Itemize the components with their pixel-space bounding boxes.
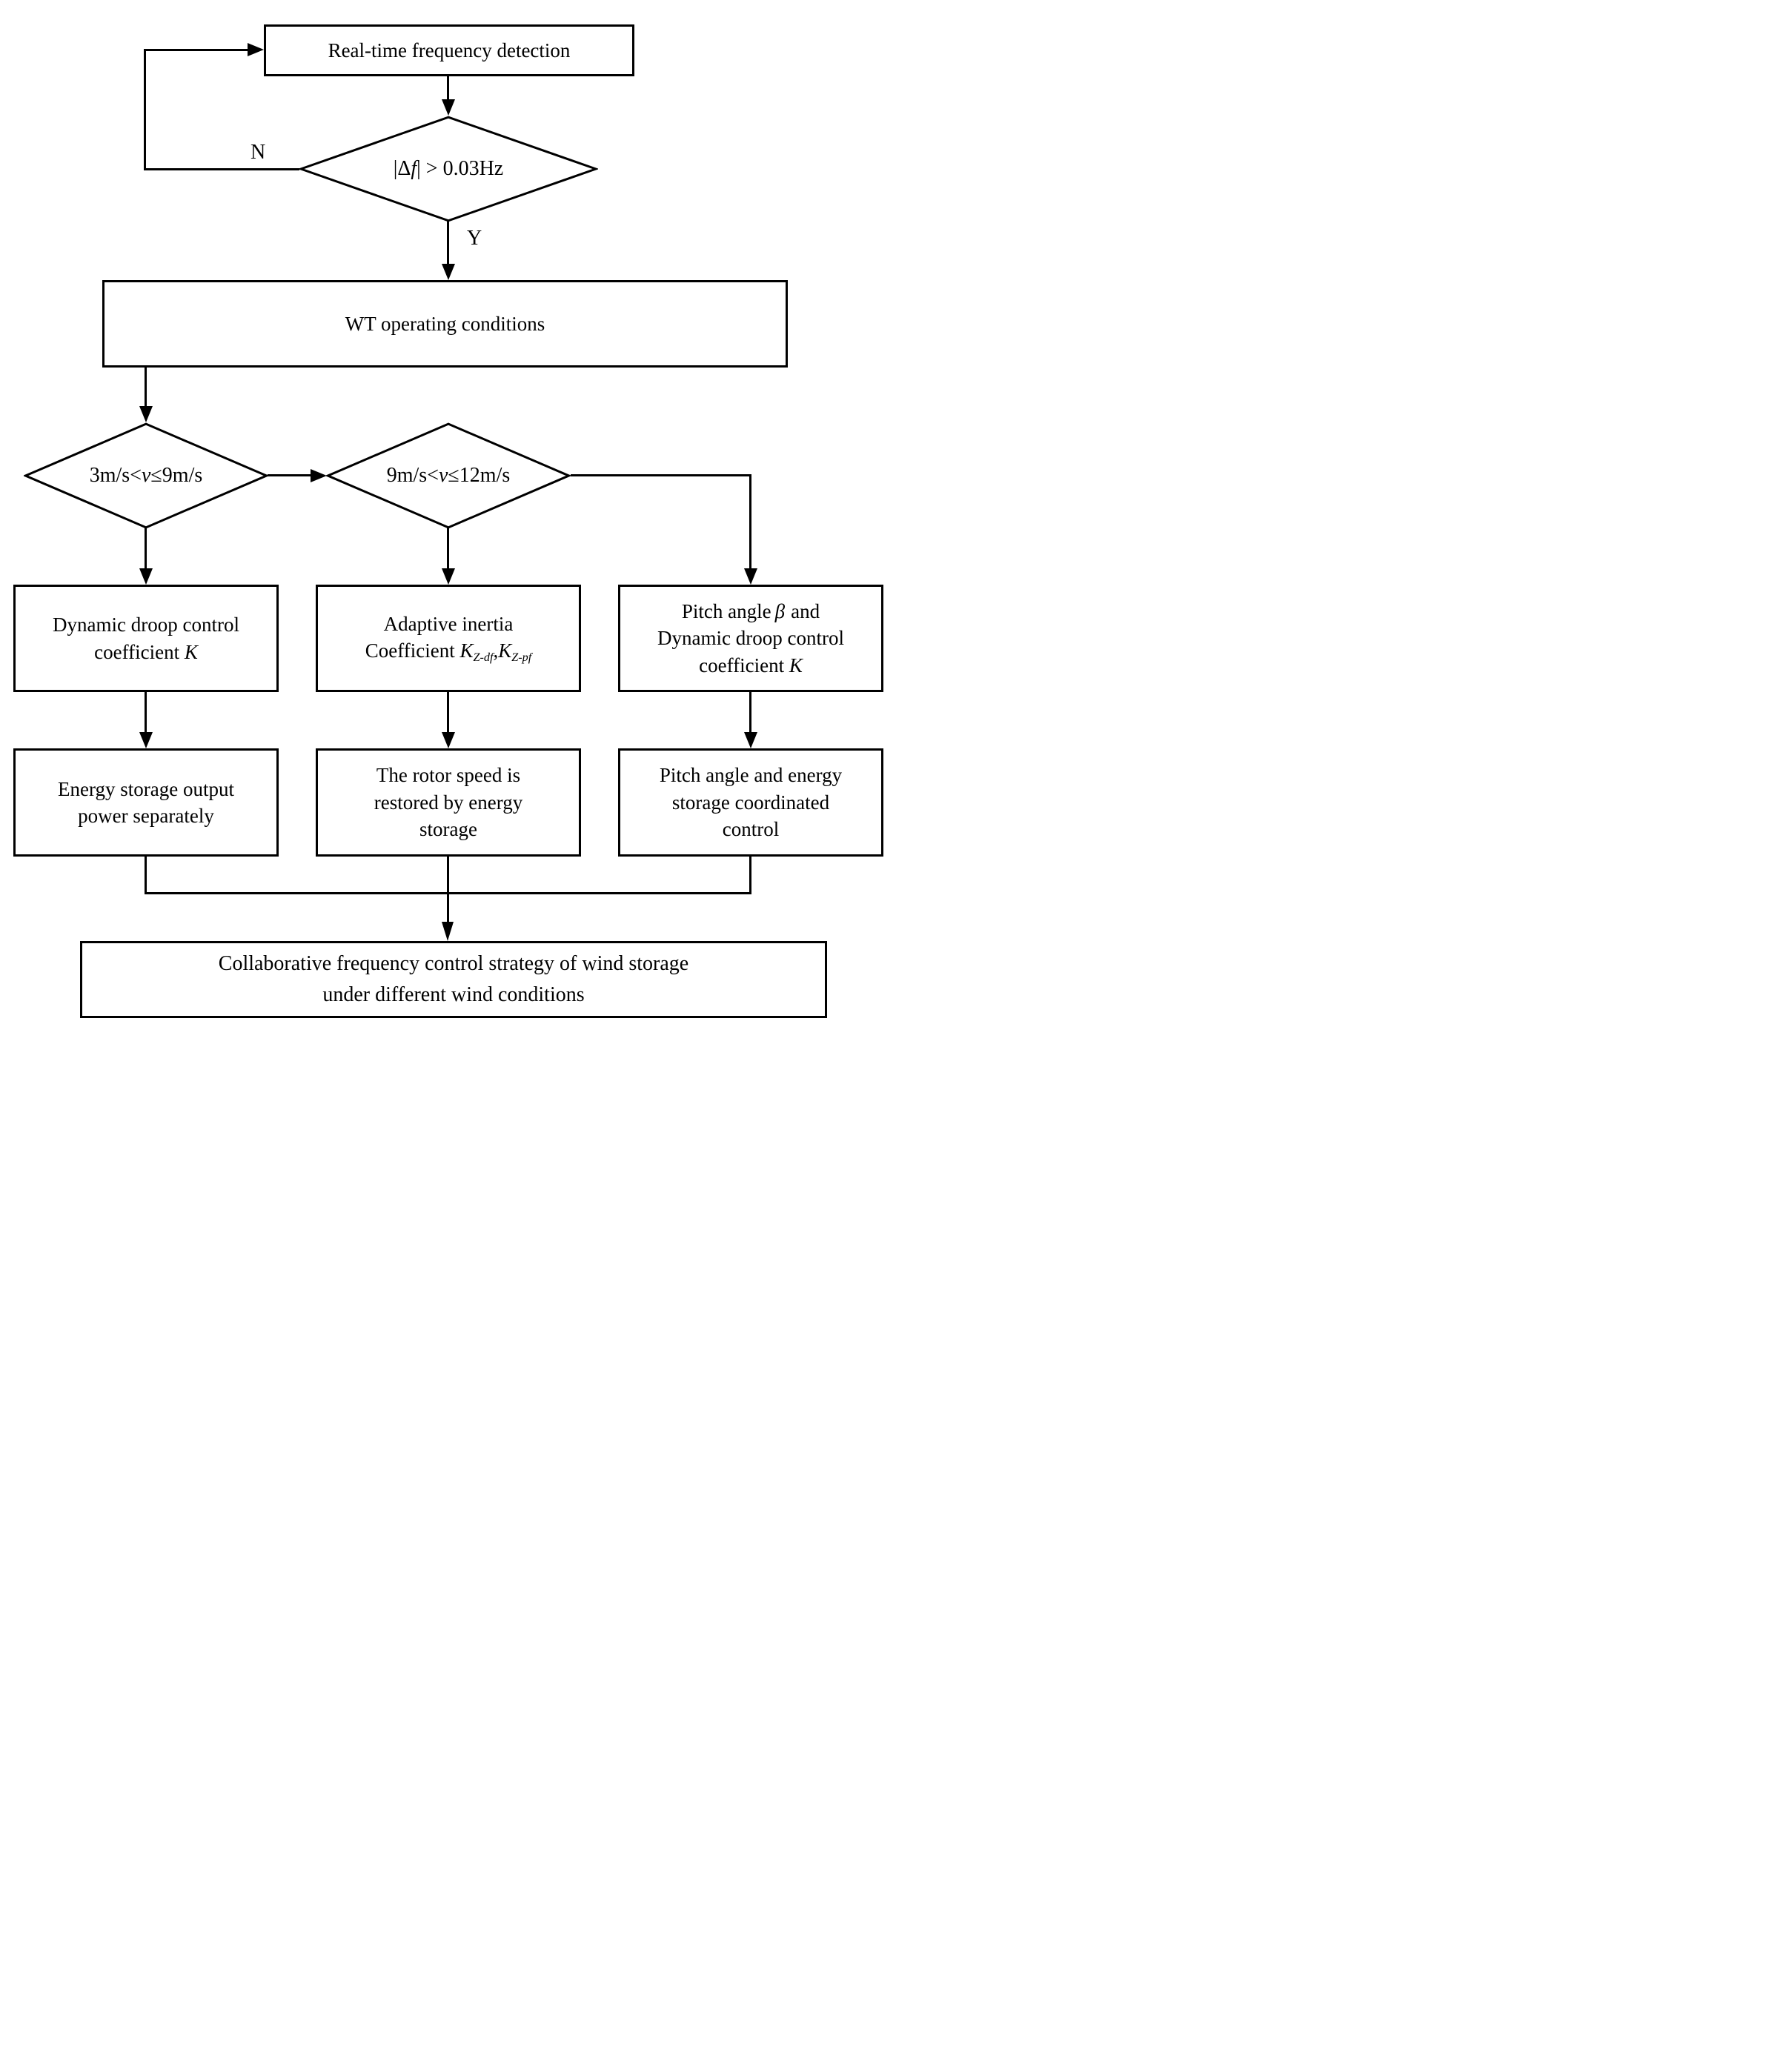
inertia-k2-symbol: K (498, 639, 512, 662)
freq-diamond-shape (299, 116, 598, 222)
rotor-speed-restore-box: The rotor speed is restored by energy st… (316, 748, 581, 857)
lowwind-to-droop-line (145, 528, 147, 568)
rotor-restore-line3: storage (419, 818, 477, 841)
freq-decision-diamond: |Δf| > 0.03Hz (299, 116, 598, 222)
arrowhead-into-lowwind-diamond (139, 406, 153, 422)
arrowhead-into-freq-diamond (442, 99, 455, 116)
pitch-droop-k-symbol: K (789, 654, 803, 677)
pitch-storage-line2: storage coordinated (671, 791, 830, 814)
freq-condition-f: f (411, 157, 417, 180)
yes-branch-label: Y (467, 227, 482, 250)
arrowhead-into-storage-box (139, 732, 153, 748)
flowchart-canvas: N Y Real-time frequency detection |Δf| >… (0, 0, 896, 1036)
arrowhead-into-inertia-box (442, 568, 455, 585)
coord-merge-line (749, 855, 751, 894)
arrowhead-into-wt-box (442, 264, 455, 280)
low-wind-condition-text: 3m/s<v≤9m/s (90, 464, 203, 488)
freq-to-wt-line (447, 220, 449, 264)
start-to-freq-line (447, 76, 449, 101)
wt-operating-label: WT operating conditions (345, 312, 545, 335)
wt-to-lowwind-line (145, 366, 147, 408)
inertia-k2-subscript: Z-pf (511, 651, 532, 665)
n-loop-vertical-line (144, 49, 146, 170)
merge-to-final-line (447, 892, 449, 922)
right-column-drop-line (749, 474, 751, 568)
arrowhead-into-droop-box (139, 568, 153, 585)
pitch-droop-line1-text: Pitch angle (681, 599, 771, 622)
droop-to-storage-line (145, 691, 147, 732)
rotor-merge-line (447, 855, 449, 894)
arrowhead-into-final-box (442, 922, 454, 941)
energy-storage-output-box: Energy storage output power separately (13, 748, 279, 857)
no-branch-label: N (250, 141, 266, 164)
droop-box-line2: coefficient K (94, 639, 198, 665)
arrowhead-into-pitch-droop-box (744, 568, 757, 585)
low-wind-pre: 3m/s< (89, 464, 142, 487)
freq-condition-post: | > 0.03Hz (417, 157, 504, 180)
midwind-to-inertia-line (447, 528, 449, 568)
mid-wind-diamond-shape (326, 422, 571, 529)
arrowhead-into-start (248, 43, 264, 56)
wt-operating-box: WT operating conditions (102, 280, 788, 368)
mid-wind-post: ≤12m/s (448, 464, 511, 487)
mid-wind-pre: 9m/s< (386, 464, 439, 487)
pitch-droop-line3: coefficient K (699, 652, 803, 679)
mid-wind-diamond: 9m/s<v≤12m/s (326, 422, 571, 529)
final-strategy-box: Collaborative frequency control strategy… (80, 941, 827, 1018)
arrowhead-into-midwind-diamond (311, 469, 327, 482)
rotor-restore-line1: The rotor speed is (376, 764, 521, 787)
low-wind-diamond: 3m/s<v≤9m/s (24, 422, 268, 529)
pitch-storage-line3: control (722, 818, 780, 841)
pitch-droop-line3-text: coefficient (699, 654, 789, 677)
start-box: Real-time frequency detection (264, 24, 634, 76)
droop-coefficient-box: Dynamic droop control coefficient K (13, 585, 279, 692)
n-loop-bottom-line (144, 168, 299, 170)
pitch-droop-line1-post: and (791, 599, 820, 622)
inertia-box-line2: Coefficient KZ-df,KZ-pf (365, 637, 532, 666)
adaptive-inertia-box: Adaptive inertia Coefficient KZ-df,KZ-pf (316, 585, 581, 692)
final-strategy-line1: Collaborative frequency control strategy… (218, 952, 689, 975)
midwind-to-right-line (571, 474, 751, 476)
mid-wind-condition-text: 9m/s<v≤12m/s (387, 464, 511, 488)
mid-wind-v: v (438, 464, 448, 487)
rotor-restore-line2: restored by energy (374, 791, 523, 814)
inertia-to-rotor-line (447, 691, 449, 732)
droop-k-symbol: K (184, 640, 198, 663)
pitch-droop-line2: Dynamic droop control (657, 627, 844, 650)
pitch-droop-beta-symbol: β (774, 599, 786, 622)
n-loop-top-line (144, 49, 248, 51)
low-wind-post: ≤9m/s (150, 464, 203, 487)
final-strategy-line2: under different wind conditions (322, 983, 585, 1006)
low-wind-diamond-shape (24, 422, 268, 529)
inertia-k1-symbol: K (459, 639, 474, 662)
storage-output-line2: power separately (78, 805, 214, 827)
freq-condition-pre: |Δ (393, 157, 411, 180)
inertia-line2-text: Coefficient (365, 639, 460, 662)
droop-line2-text: coefficient (94, 640, 185, 663)
droop-box-line1: Dynamic droop control (53, 614, 239, 636)
pitch-storage-line1: Pitch angle and energy (659, 764, 843, 787)
start-box-label: Real-time frequency detection (328, 39, 571, 62)
lowwind-to-midwind-line (268, 474, 311, 476)
inertia-box-line1: Adaptive inertia (383, 612, 514, 635)
arrowhead-into-coord-box (744, 732, 757, 748)
arrowhead-into-rotor-box (442, 732, 455, 748)
pitch-storage-coord-box: Pitch angle and energy storage coordinat… (618, 748, 883, 857)
pitchdroop-to-coord-line (749, 691, 751, 732)
low-wind-v: v (141, 464, 151, 487)
inertia-k1-subscript: Z-df (473, 651, 494, 665)
storage-output-line1: Energy storage output (58, 777, 234, 800)
freq-condition-text: |Δf| > 0.03Hz (394, 157, 503, 181)
storage-merge-line (145, 855, 147, 894)
inertia-separator: , (493, 639, 499, 662)
